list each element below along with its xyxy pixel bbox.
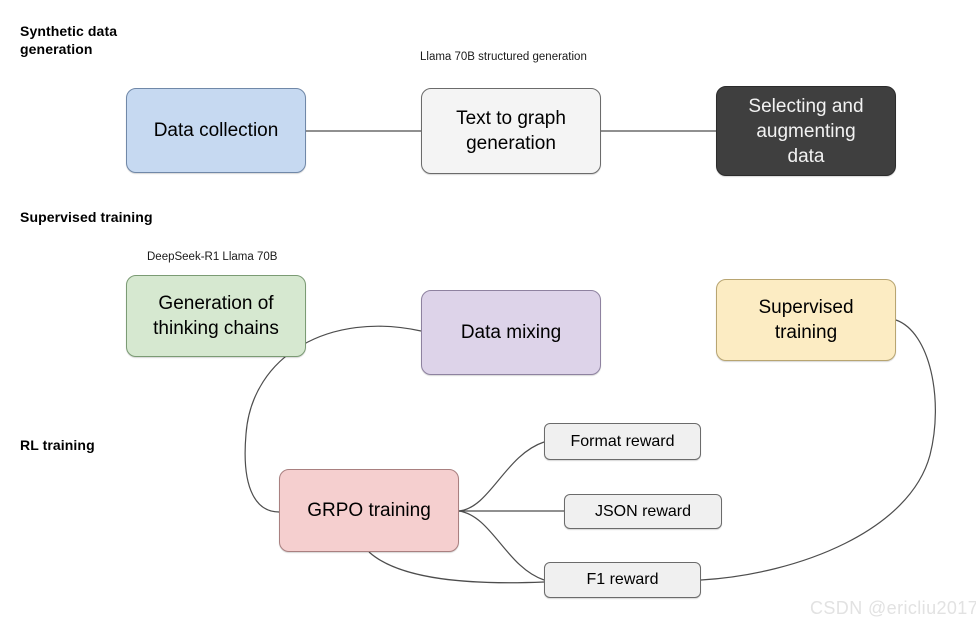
node-selecting-and-augmenting-data[interactable]: Selecting and augmenting data: [716, 86, 896, 176]
node-label: Text to graph generation: [456, 108, 566, 154]
node-supervised-training-node[interactable]: Supervised training: [716, 279, 896, 361]
node-data-collection[interactable]: Data collection: [126, 88, 306, 173]
node-generation-of-thinking-chains[interactable]: Generation of thinking chains: [126, 275, 306, 357]
section-label-supervised-training: Supervised training: [20, 209, 153, 225]
node-label: Data mixing: [460, 322, 562, 343]
node-label: Data collection: [153, 120, 279, 141]
node-text-to-graph-generation[interactable]: Text to graph generation: [421, 88, 601, 174]
node-label: Generation of thinking chains: [153, 293, 279, 339]
node-data-mixing[interactable]: Data mixing: [421, 290, 601, 375]
edge-grpo-bottom-to-f1-reward: [368, 551, 545, 584]
node-grpo-training[interactable]: GRPO training: [279, 469, 459, 552]
section-label-rl-training: RL training: [20, 437, 95, 453]
section-label-synthetic-data-generation: Synthetic data generation: [20, 23, 118, 57]
watermark: CSDN @ericliu2017: [810, 598, 976, 618]
node-label: F1 reward: [586, 571, 659, 588]
edge-grpo-to-format-reward: [458, 441, 545, 512]
node-label: JSON reward: [594, 502, 692, 520]
edge-grpo-to-f1-reward: [458, 510, 545, 581]
node-json-reward[interactable]: JSON reward: [564, 494, 722, 529]
node-f1-reward[interactable]: F1 reward: [544, 562, 701, 598]
node-label: Supervised training: [758, 297, 854, 343]
edge-label-llama-70b-structured-generation: Llama 70B structured generation: [420, 51, 587, 63]
edge-label-deepseek-r1-llama-70b: DeepSeek-R1 Llama 70B: [147, 251, 278, 263]
node-label: GRPO training: [307, 500, 431, 521]
node-format-reward[interactable]: Format reward: [544, 423, 701, 460]
node-label: Selecting and augmenting data: [748, 95, 864, 167]
node-label: Format reward: [570, 432, 675, 450]
